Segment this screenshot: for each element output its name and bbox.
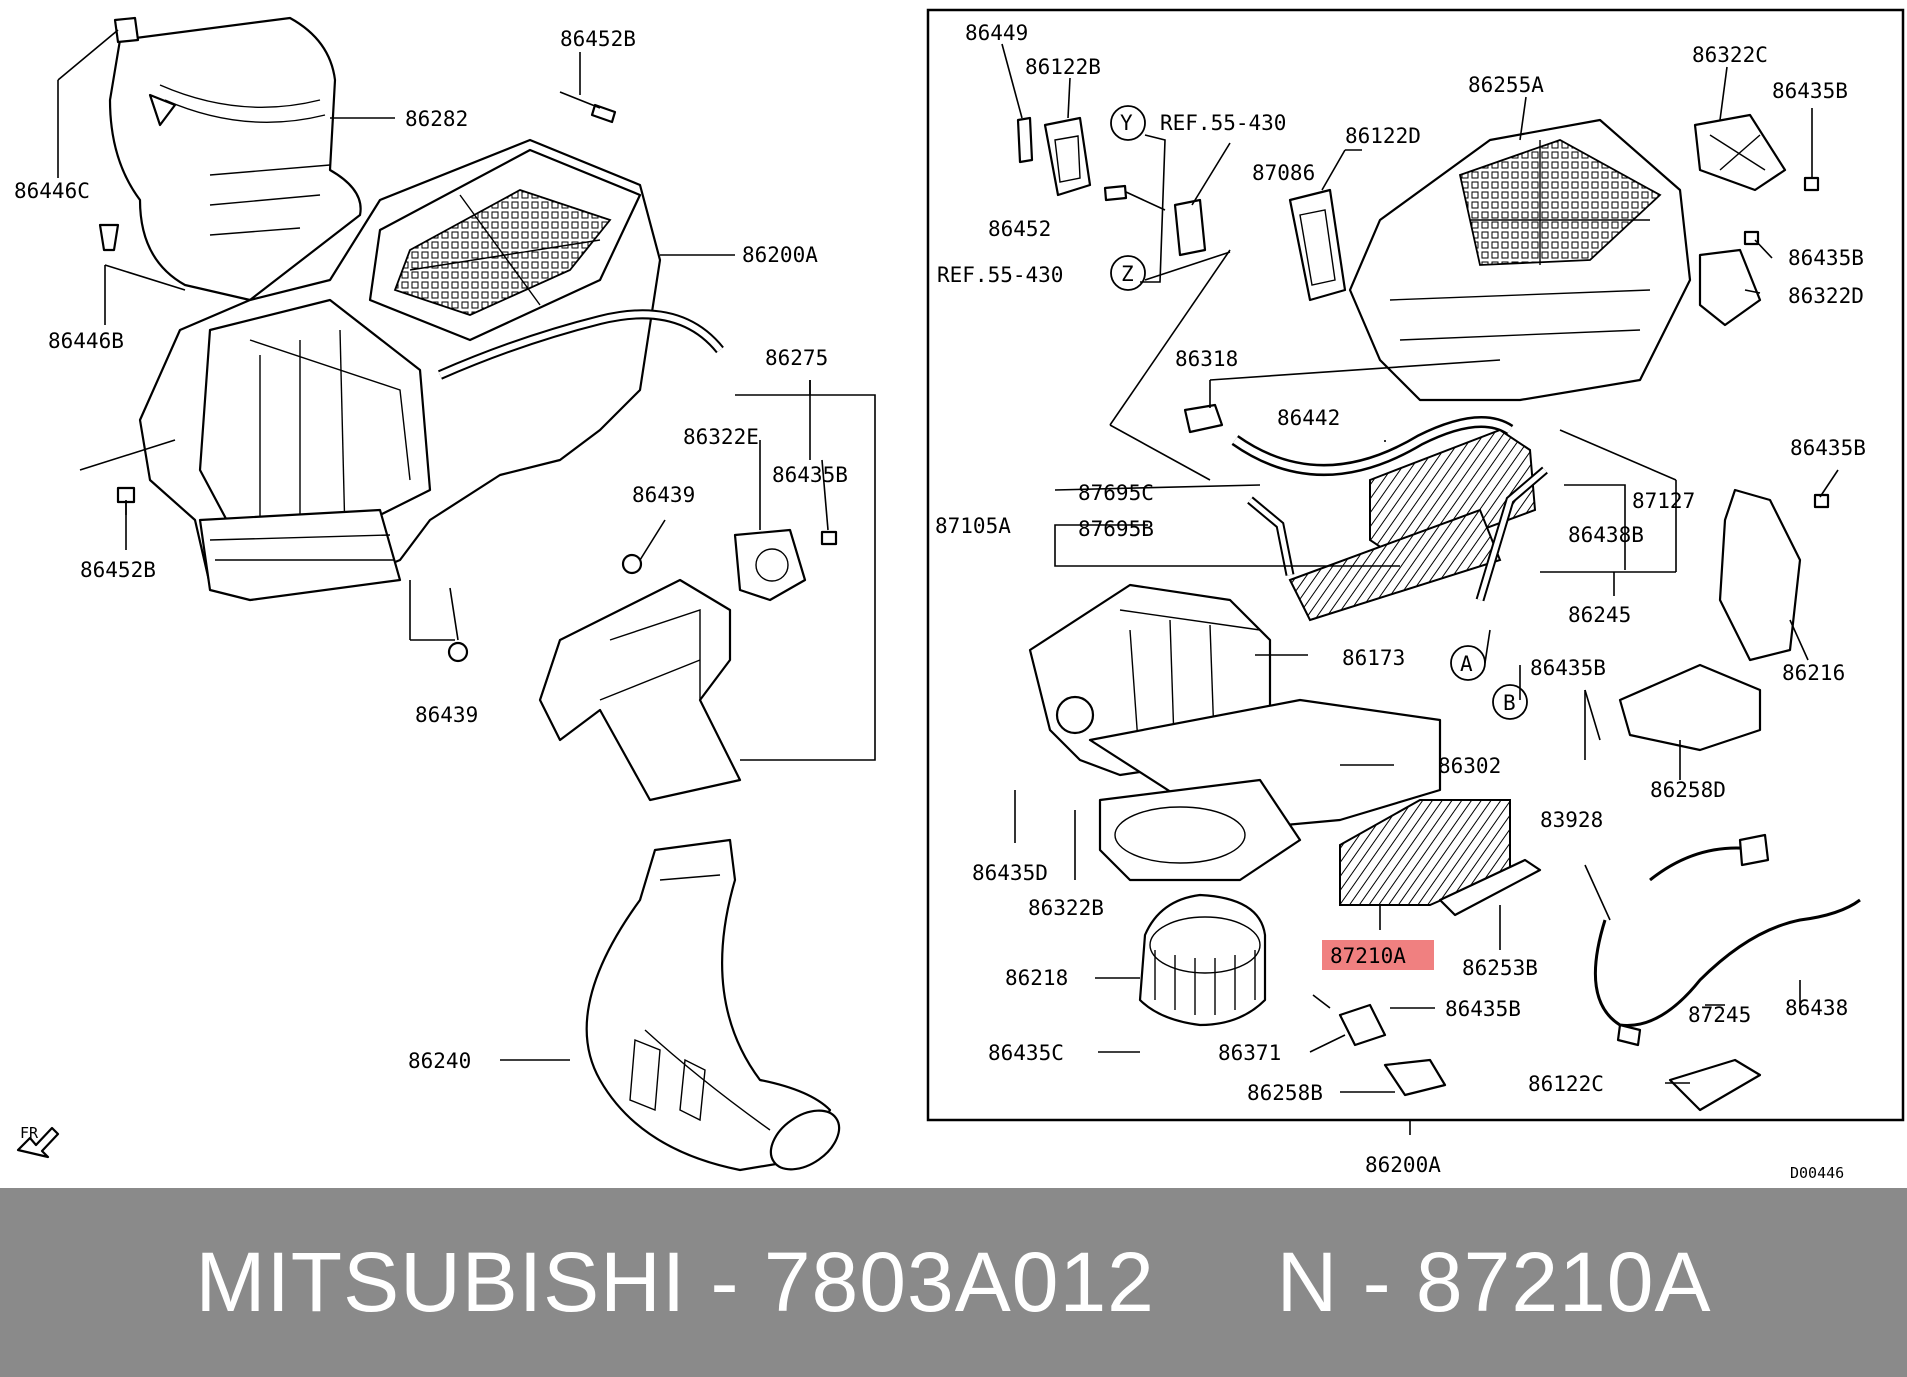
- label-87105A: 87105A: [935, 514, 1011, 538]
- label-86449: 86449: [965, 21, 1028, 45]
- label-86216: 86216: [1782, 661, 1845, 685]
- ref-prefix: N: [1276, 1235, 1339, 1329]
- blower-motor-86218: [1138, 893, 1267, 1027]
- subassembly-frame: [926, 8, 1905, 1122]
- label-86435B-r1: 86435B: [1772, 79, 1848, 103]
- highlight-box-87210A: [1322, 940, 1434, 970]
- label-86258B: 86258B: [1247, 1081, 1323, 1105]
- caption-text: MITSUBISHI - 7803A012 N - 87210A: [195, 1235, 1712, 1329]
- label-86322D: 86322D: [1788, 284, 1864, 308]
- label-86435B-r2: 86435B: [1788, 246, 1864, 270]
- label-87695B: 87695B: [1078, 517, 1154, 541]
- label-circle-Y: Y: [1120, 111, 1133, 135]
- label-86452B-left: 86452B: [80, 558, 156, 582]
- label-ref-55-430-a: REF.55-430: [1160, 111, 1286, 135]
- label-86322E: 86322E: [683, 425, 759, 449]
- label-86258D: 86258D: [1650, 778, 1726, 802]
- label-86173: 86173: [1342, 646, 1405, 670]
- label-86446B: 86446B: [48, 329, 124, 353]
- left-leader-lines: [57, 29, 876, 1061]
- label-86439-a: 86439: [632, 483, 695, 507]
- label-86439-b: 86439: [415, 703, 478, 727]
- label-86275: 86275: [765, 346, 828, 370]
- label-86282: 86282: [405, 107, 468, 131]
- label-ref-55-430-b: REF.55-430: [937, 263, 1063, 287]
- label-circle-Z: Z: [1121, 262, 1134, 286]
- label-86435B-r5: 86435B: [1445, 997, 1521, 1021]
- label-86435C: 86435C: [988, 1041, 1064, 1065]
- label-86200A-bottom: 86200A: [1365, 1153, 1441, 1177]
- diagram-code: D00446: [1790, 1164, 1844, 1182]
- label-86446C: 86446C: [14, 179, 90, 203]
- label-87210A: 87210A: [1330, 944, 1406, 968]
- label-86302: 86302: [1438, 754, 1501, 778]
- evaporator-86245: [1369, 428, 1537, 562]
- label-86245: 86245: [1568, 603, 1631, 627]
- label-86371: 86371: [1218, 1041, 1281, 1065]
- label-86200A-top: 86200A: [742, 243, 818, 267]
- ref-number: 87210A: [1415, 1235, 1712, 1329]
- label-87695C: 87695C: [1078, 481, 1154, 505]
- label-86452: 86452: [988, 217, 1051, 241]
- label-87127: 87127: [1632, 489, 1695, 513]
- label-86438B: 86438B: [1568, 523, 1644, 547]
- label-86122D: 86122D: [1345, 124, 1421, 148]
- front-arrow-icon: [16, 1126, 60, 1159]
- orientation-label: FR: [20, 1124, 39, 1142]
- duct-86282: [108, 16, 362, 302]
- label-86318: 86318: [1175, 347, 1238, 371]
- label-circle-A: A: [1460, 652, 1473, 676]
- label-83928: 83928: [1540, 808, 1603, 832]
- left-assembly: [98, 16, 841, 1172]
- label-86322B: 86322B: [1028, 896, 1104, 920]
- part-labels: 86446C 86452B 86282 86200A 86446B 86275 …: [14, 21, 1866, 1182]
- right-assembly: [1016, 105, 1861, 1112]
- right-leader-lines: [1001, 43, 1839, 1135]
- label-86435B-r3: 86435B: [1790, 436, 1866, 460]
- label-86452B-top: 86452B: [560, 27, 636, 51]
- duct-adaptor-86275: [538, 578, 742, 802]
- duct-86240: [585, 838, 832, 1172]
- label-86442: 86442: [1277, 406, 1340, 430]
- label-86255A: 86255A: [1468, 73, 1544, 97]
- label-86122B: 86122B: [1025, 55, 1101, 79]
- label-86435D: 86435D: [972, 861, 1048, 885]
- brand-name: MITSUBISHI: [195, 1235, 687, 1329]
- label-86240: 86240: [408, 1049, 471, 1073]
- label-86322C: 86322C: [1692, 43, 1768, 67]
- label-87245: 87245: [1688, 1003, 1751, 1027]
- label-86218: 86218: [1005, 966, 1068, 990]
- exploded-view-drawing: 86446C 86452B 86282 86200A 86446B 86275 …: [14, 8, 1905, 1182]
- label-86435B-left: 86435B: [772, 463, 848, 487]
- label-circle-B: B: [1503, 691, 1516, 715]
- label-86438: 86438: [1785, 996, 1848, 1020]
- label-87086: 87086: [1252, 161, 1315, 185]
- label-86253B: 86253B: [1462, 956, 1538, 980]
- parts-diagram: 86446C 86452B 86282 86200A 86446B 86275 …: [14, 8, 1905, 1182]
- label-86122C: 86122C: [1528, 1072, 1604, 1096]
- part-number: 7803A012: [763, 1235, 1155, 1329]
- caption-bar: MITSUBISHI - 7803A012 N - 87210A: [0, 1188, 1907, 1377]
- label-86435B-r4: 86435B: [1530, 656, 1606, 680]
